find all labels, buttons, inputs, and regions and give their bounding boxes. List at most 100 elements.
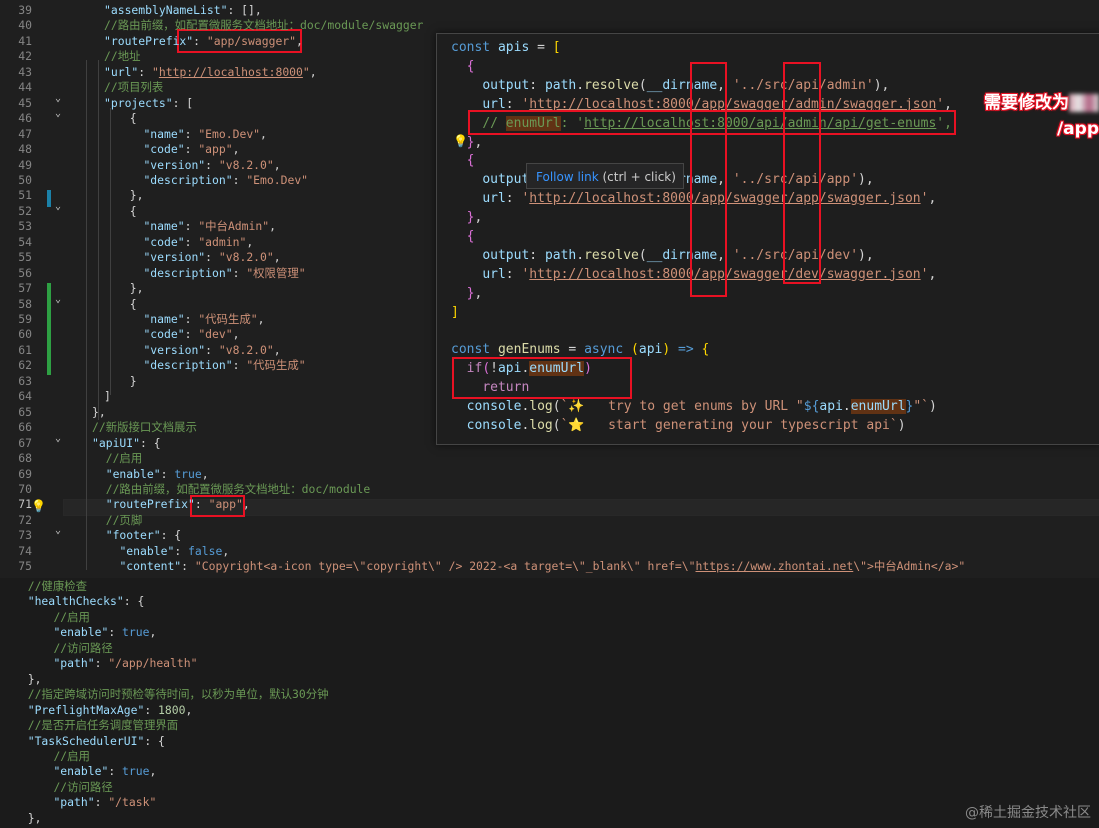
code-line[interactable]: //指定跨域访问时预检等待时间，以秒为单位，默认30分钟 xyxy=(27,687,329,702)
line-number: 61 xyxy=(18,342,32,357)
git-change-marker[interactable] xyxy=(47,190,51,207)
code-line[interactable]: ] xyxy=(104,389,111,404)
code-line[interactable]: "content": "Copyright<a-icon type=\"copy… xyxy=(119,559,966,574)
line-number: 69 xyxy=(18,466,32,481)
code-line[interactable]: "version": "v8.2.0", xyxy=(143,157,281,172)
code-line[interactable]: { xyxy=(116,203,137,218)
code-line[interactable]: "version": "v8.2.0", xyxy=(143,250,281,265)
code-line[interactable]: "version": "v8.2.0", xyxy=(143,342,281,357)
popup-code-line: }, xyxy=(466,210,483,226)
code-line[interactable]: "code": "admin", xyxy=(143,234,254,249)
code-line[interactable]: "enable": true, xyxy=(53,625,157,640)
line-number: 72 xyxy=(18,512,32,527)
code-line[interactable]: //启用 xyxy=(105,451,143,466)
line-number: 67 xyxy=(18,435,32,450)
code-line[interactable]: //启用 xyxy=(53,609,90,624)
fold-chevron-icon[interactable]: ⌄ xyxy=(55,200,62,212)
code-line[interactable]: //启用 xyxy=(53,748,90,763)
code-line[interactable]: }, xyxy=(14,671,42,686)
code-line[interactable]: //访问路径 xyxy=(53,640,113,655)
code-line[interactable]: "footer": { xyxy=(105,528,182,543)
code-line[interactable]: "path": "/task" xyxy=(53,795,157,810)
code-line[interactable]: "name": "中台Admin", xyxy=(143,219,276,234)
line-number: 47 xyxy=(18,126,32,141)
highlight-box-if-enumurl xyxy=(452,357,632,399)
code-line[interactable]: //页脚 xyxy=(105,512,143,527)
code-line[interactable]: "healthChecks": { xyxy=(27,594,145,609)
lightbulb-icon[interactable]: 💡 xyxy=(31,499,46,513)
code-line[interactable]: "description": "Emo.Dev" xyxy=(143,172,309,187)
code-line[interactable]: "description": "代码生成" xyxy=(143,358,306,373)
code-line[interactable]: { xyxy=(116,111,137,126)
code-line[interactable]: }, xyxy=(116,188,144,203)
line-number: 59 xyxy=(18,312,32,326)
line-number: 45 xyxy=(18,95,32,110)
code-line[interactable]: }, xyxy=(116,281,144,296)
popup-code-line: const genEnums = async (api) => { xyxy=(451,342,710,358)
popup-code-line: { xyxy=(466,153,475,169)
code-line[interactable]: "enable": true, xyxy=(53,764,157,779)
line-number: 54 xyxy=(18,234,32,249)
popup-code-line: // enumUrl: 'http://localhost:8000/api/a… xyxy=(482,115,952,131)
popup-code-line: console.log(`⭐ start generating your typ… xyxy=(466,418,906,433)
code-line[interactable]: "assemblyNameList": [], xyxy=(104,3,262,17)
code-line[interactable]: } xyxy=(116,373,137,388)
follow-link[interactable]: Follow link xyxy=(536,170,599,184)
line-number: 49 xyxy=(18,157,32,172)
fold-chevron-icon[interactable]: ⌄ xyxy=(55,108,62,120)
line-number: 58 xyxy=(18,296,32,311)
popup-code-line: { xyxy=(466,229,475,244)
line-number: 65 xyxy=(18,404,32,419)
annotation-line2: /app xyxy=(1056,119,1099,139)
code-line[interactable]: { xyxy=(116,296,137,311)
line-number: 73 xyxy=(18,528,32,543)
fold-chevron-icon[interactable]: ⌄ xyxy=(55,525,62,537)
indent-guide xyxy=(98,60,99,420)
code-line[interactable]: }, xyxy=(92,404,106,419)
popup-code-line: url: 'http://localhost:8000/app/swagger/… xyxy=(482,266,937,282)
line-number: 43 xyxy=(18,64,32,79)
fold-chevron-icon[interactable]: ⌄ xyxy=(55,92,62,104)
code-line[interactable]: //路由前缀，如配置微服务文档地址：doc/module/swagger xyxy=(104,18,424,33)
code-line[interactable]: //地址 xyxy=(104,49,141,64)
popup-code-line: url: 'http://localhost:8000/app/swagger/… xyxy=(482,96,952,112)
popup-code-line: ] xyxy=(451,304,459,320)
follow-link-hint: (ctrl + click) xyxy=(598,170,676,184)
code-line[interactable]: //健康检查 xyxy=(27,579,87,593)
code-line[interactable]: "routePrefix": "app/swagger", xyxy=(104,33,303,48)
code-line[interactable]: "name": "Emo.Dev", xyxy=(143,126,267,141)
code-line[interactable]: //新版接口文档展示 xyxy=(92,420,197,435)
code-line[interactable]: //访问路径 xyxy=(53,779,113,794)
code-line[interactable]: "url": "http://localhost:8000", xyxy=(104,64,317,79)
editor-bottom[interactable]: //健康检查 "healthChecks": { //启用 "enable": … xyxy=(0,578,1099,828)
code-line[interactable]: "name": "代码生成", xyxy=(143,312,265,326)
code-line[interactable]: "apiUI": { xyxy=(92,435,161,450)
code-line[interactable]: }, xyxy=(14,810,42,825)
code-line[interactable]: "projects": [ xyxy=(104,95,194,110)
code-line[interactable]: "TaskSchedulerUI": { xyxy=(27,733,165,748)
line-number: 50 xyxy=(18,172,32,187)
code-line[interactable]: "enable": true, xyxy=(105,466,209,481)
line-number: 51 xyxy=(18,188,32,203)
code-line[interactable]: "path": "/app/health" xyxy=(53,656,198,671)
annotation-note: 需要修改为 /app xyxy=(950,90,1099,142)
blurred-region xyxy=(1069,94,1099,112)
code-line[interactable]: "code": "dev", xyxy=(143,327,240,342)
code-line[interactable]: "enable": false, xyxy=(119,543,230,558)
line-number: 60 xyxy=(18,327,32,342)
fold-chevron-icon[interactable]: ⌄ xyxy=(55,293,62,305)
code-line[interactable]: "PreflightMaxAge": 1800, xyxy=(27,702,193,717)
lightbulb-icon[interactable]: 💡 xyxy=(453,134,468,148)
code-line[interactable]: "description": "权限管理" xyxy=(143,265,306,280)
code-line[interactable]: "routePrefix": "app", xyxy=(105,497,250,512)
code-line[interactable]: //是否开启任务调度管理界面 xyxy=(27,718,179,733)
line-number: 52 xyxy=(18,203,32,218)
git-change-marker[interactable] xyxy=(47,283,51,375)
fold-chevron-icon[interactable]: ⌄ xyxy=(55,432,62,444)
code-line[interactable]: "code": "app", xyxy=(143,142,240,157)
code-line[interactable]: //路由前缀，如配置微服务文档地址：doc/module xyxy=(105,481,371,496)
code-line[interactable]: //项目列表 xyxy=(104,80,164,95)
watermark: @稀土掘金技术社区 xyxy=(965,805,1091,821)
indent-guide xyxy=(86,60,87,570)
line-number: 48 xyxy=(18,142,32,157)
